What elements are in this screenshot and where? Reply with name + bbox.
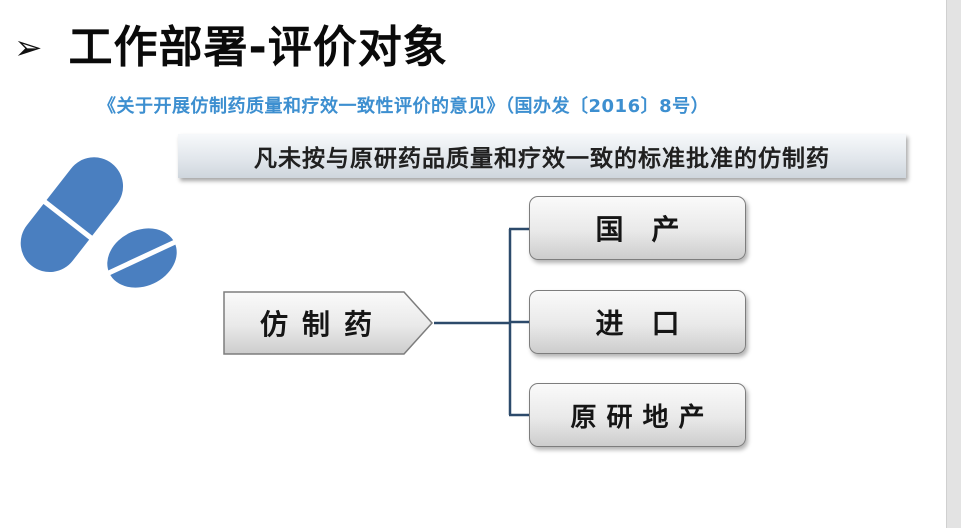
domestic-node: 国产 xyxy=(529,196,746,260)
scope-banner: 凡未按与原研药品质量和疗效一致的标准批准的仿制药 xyxy=(178,134,906,178)
slide-title-row: ➢ 工作部署-评价对象 xyxy=(14,18,448,78)
pill-capsule-icon xyxy=(20,157,178,288)
originator-local-node: 原研地产 xyxy=(529,383,746,447)
scope-banner-text: 凡未按与原研药品质量和疗效一致的标准批准的仿制药 xyxy=(254,146,830,172)
slide-title: 工作部署-评价对象 xyxy=(68,22,448,73)
policy-subtitle: 《关于开展仿制药质量和疗效一致性评价的意见》（国办发〔2016〕8号） xyxy=(98,96,710,117)
slide-right-border xyxy=(946,0,961,528)
generic-drug-node: 仿制药 xyxy=(222,290,434,356)
imported-node: 进口 xyxy=(529,290,746,354)
generic-drug-label: 仿制药 xyxy=(259,308,386,341)
arrow-bullet-icon: ➢ xyxy=(14,28,43,68)
